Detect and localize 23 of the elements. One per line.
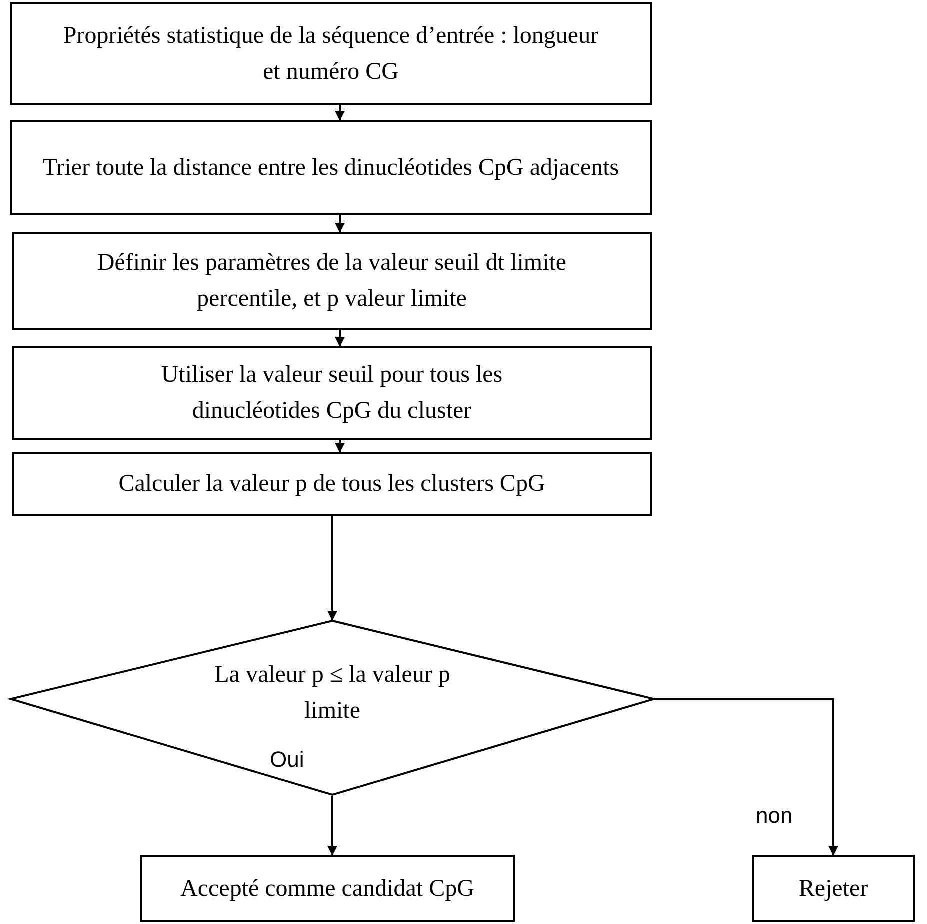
process-box <box>752 855 915 922</box>
arrow <box>335 440 345 453</box>
arrow <box>655 698 838 856</box>
process-box <box>12 346 652 440</box>
process-box <box>10 120 652 215</box>
node-text: Utiliser la valeur seuil pour tous les dinucléotides CpG du cluster <box>160 361 504 426</box>
node-text: Trier toute la distance entre les dinucléotides CpG adjacents <box>42 154 620 182</box>
arrow <box>335 215 345 233</box>
node-text: Calculer la valeur p de tous les clusters CpG <box>118 470 546 499</box>
process-box <box>12 232 652 330</box>
process-box <box>140 855 515 922</box>
arrow <box>328 796 338 856</box>
node-text: Définir les paramètres de la valeur seuil dt limite percentile, et p valeur limite <box>96 249 568 314</box>
node-text: Propriétés statistique de la séquence d’entrée : longueur et numéro CG <box>62 22 600 86</box>
node-text: Rejeter <box>798 874 870 904</box>
arrow <box>335 105 345 121</box>
process-box <box>10 2 652 105</box>
arrow <box>335 330 345 347</box>
arrow <box>328 516 338 621</box>
process-box <box>12 452 652 516</box>
node-text: La valeur p ≤ la valeur p limite <box>214 661 452 726</box>
node-text: Accepté comme candidat CpG <box>180 874 476 904</box>
decision-diamond <box>10 620 655 796</box>
